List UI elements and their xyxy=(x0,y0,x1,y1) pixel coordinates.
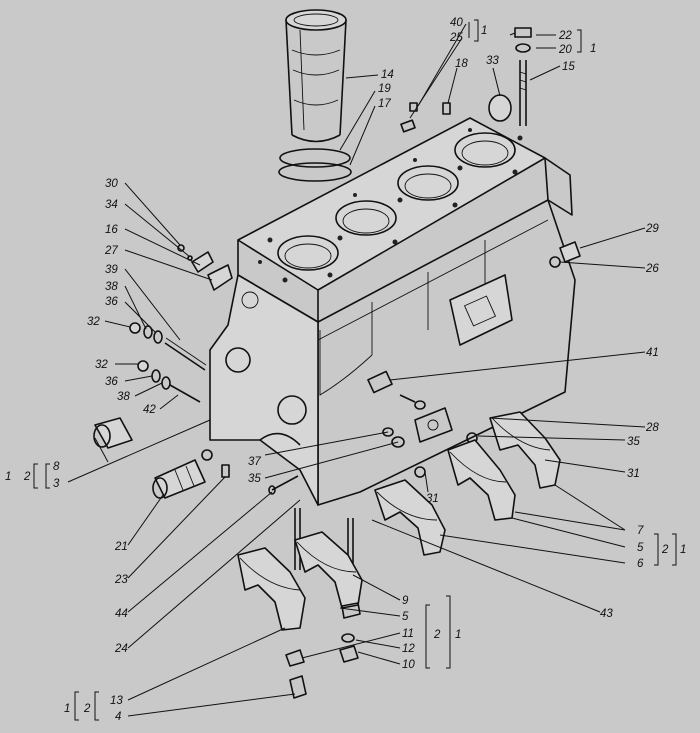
dowel-44 xyxy=(271,475,299,491)
label-7: 7 xyxy=(637,525,644,537)
label-22: 22 xyxy=(558,30,572,42)
label-13: 13 xyxy=(110,695,123,707)
label-17: 17 xyxy=(378,98,391,110)
bearing-cap-rear xyxy=(489,411,561,489)
label-12: 12 xyxy=(402,643,415,655)
label-25: 25 xyxy=(449,32,463,44)
label-43: 43 xyxy=(600,608,613,620)
label-6: 6 xyxy=(637,558,644,570)
label-5-bottom: 5 xyxy=(402,611,409,623)
label-34: 34 xyxy=(105,199,118,211)
label-26: 26 xyxy=(645,263,659,275)
plug-33 xyxy=(488,94,512,122)
label-16: 16 xyxy=(105,224,118,236)
part-labels: 40 25 1 22 20 1 15 18 33 14 19 17 30 34 … xyxy=(5,17,686,723)
label-42: 42 xyxy=(143,404,156,416)
label-44: 44 xyxy=(115,608,128,620)
label-33: 33 xyxy=(486,55,499,67)
label-36-upper: 36 xyxy=(105,296,118,308)
label-14: 14 xyxy=(381,69,394,81)
cylinder-liner xyxy=(285,9,347,143)
left-fasteners xyxy=(129,244,233,403)
label-18: 18 xyxy=(455,58,468,70)
label-31-center: 31 xyxy=(426,493,439,505)
pin-23 xyxy=(221,464,230,478)
label-35-right: 35 xyxy=(627,436,640,448)
label-30: 30 xyxy=(105,178,118,190)
label-15: 15 xyxy=(562,61,575,73)
cap-hardware xyxy=(285,602,361,699)
bearing-cap-second xyxy=(294,531,363,609)
label-36-lower: 36 xyxy=(105,376,118,388)
label-9-group-1: 1 xyxy=(455,629,461,641)
brackets xyxy=(33,19,677,721)
engine-block xyxy=(209,117,576,506)
label-10: 10 xyxy=(402,659,415,671)
stud-15 xyxy=(514,27,532,126)
label-32-lower: 32 xyxy=(95,359,108,371)
label-3: 3 xyxy=(53,478,60,490)
label-9: 9 xyxy=(402,595,409,607)
label-20: 20 xyxy=(558,44,572,56)
label-38-upper: 38 xyxy=(105,281,118,293)
label-35-left: 35 xyxy=(248,473,261,485)
label-7-5-6-group-2: 2 xyxy=(661,544,669,556)
bushing-8 xyxy=(93,417,133,449)
label-13-4-group-2: 2 xyxy=(83,703,91,715)
label-37: 37 xyxy=(248,456,261,468)
label-7-5-6-group-1: 1 xyxy=(680,544,686,556)
bearing-cap-mid xyxy=(374,479,446,556)
label-29: 29 xyxy=(645,223,659,235)
label-19: 19 xyxy=(378,83,391,95)
label-13-4-group-1: 1 xyxy=(64,703,70,715)
label-39: 39 xyxy=(105,264,118,276)
label-4: 4 xyxy=(115,711,121,723)
label-40-group: 1 xyxy=(481,25,487,37)
leader-lines xyxy=(67,22,646,717)
label-40: 40 xyxy=(450,17,463,29)
label-5-right: 5 xyxy=(637,542,644,554)
label-22-20-group: 1 xyxy=(590,43,596,55)
label-32-upper: 32 xyxy=(87,316,100,328)
label-9-group-2: 2 xyxy=(433,629,441,641)
label-8-3-group-1: 1 xyxy=(5,471,11,483)
label-38-lower: 38 xyxy=(117,391,130,403)
label-23: 23 xyxy=(114,574,128,586)
bearing-cap-front xyxy=(237,547,306,631)
label-31-right: 31 xyxy=(627,468,640,480)
label-8-3-group-2: 2 xyxy=(23,471,31,483)
label-24: 24 xyxy=(114,643,128,655)
small-pins xyxy=(400,102,451,133)
label-28: 28 xyxy=(645,422,659,434)
label-21: 21 xyxy=(114,541,128,553)
right-side-parts xyxy=(382,241,581,478)
label-27: 27 xyxy=(104,245,118,257)
fitting-21 xyxy=(152,449,213,499)
seal-rings xyxy=(278,148,352,182)
label-11: 11 xyxy=(402,628,414,640)
bearing-cap-mid-right xyxy=(447,439,516,521)
label-41: 41 xyxy=(646,347,659,359)
label-8: 8 xyxy=(53,461,60,473)
